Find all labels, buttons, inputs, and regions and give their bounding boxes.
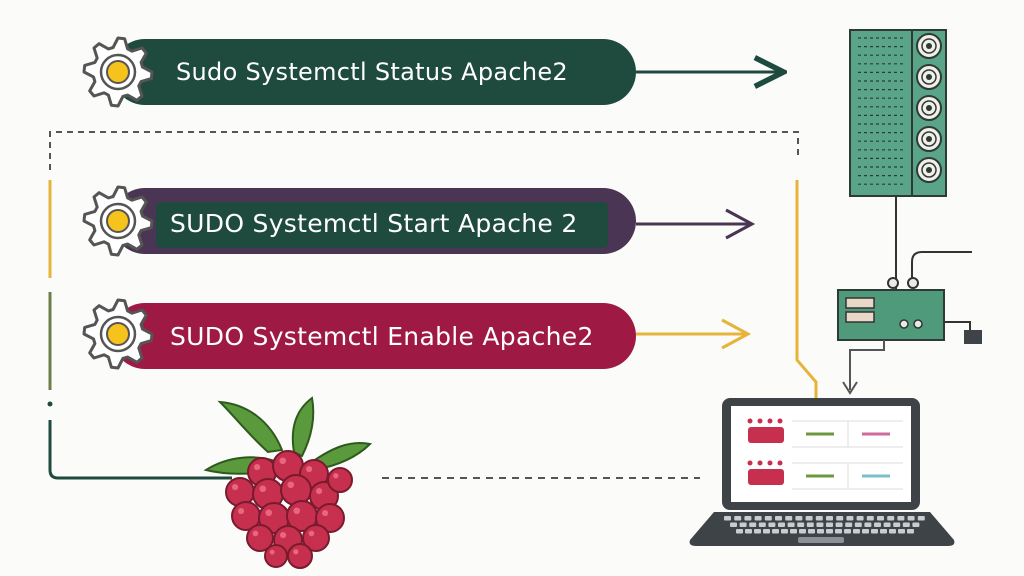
command-enable-label: SUDO Systemctl Enable Apache2 — [170, 322, 594, 351]
command-status-row — [112, 39, 780, 105]
command-start-row — [112, 188, 756, 254]
gear-icons — [82, 36, 154, 370]
raspberry-link-line — [48, 420, 232, 480]
command-enable-row — [112, 303, 752, 369]
command-enable-bar — [112, 303, 636, 369]
dashed-bracket-line — [49, 131, 799, 170]
yellow-right-line — [795, 180, 818, 398]
command-start-inner-label — [156, 202, 608, 248]
gear-icon — [82, 36, 154, 108]
connector-lines — [47, 131, 818, 480]
command-start-label: SUDO Systemctl Start Apache 2 — [170, 209, 578, 238]
laptop-screen-row-2 — [747, 460, 903, 490]
gear-icon — [82, 298, 154, 370]
gear-icon — [82, 185, 154, 257]
laptop-screen-row-1 — [747, 418, 903, 448]
command-status-bar — [112, 39, 636, 105]
server-rack-icon — [849, 29, 947, 292]
raspberry-pi-icon — [203, 396, 373, 569]
hardware-module-icon — [837, 251, 982, 395]
laptop-icon — [689, 398, 955, 546]
command-status-label: Sudo Systemctl Status Apache2 — [176, 58, 568, 86]
